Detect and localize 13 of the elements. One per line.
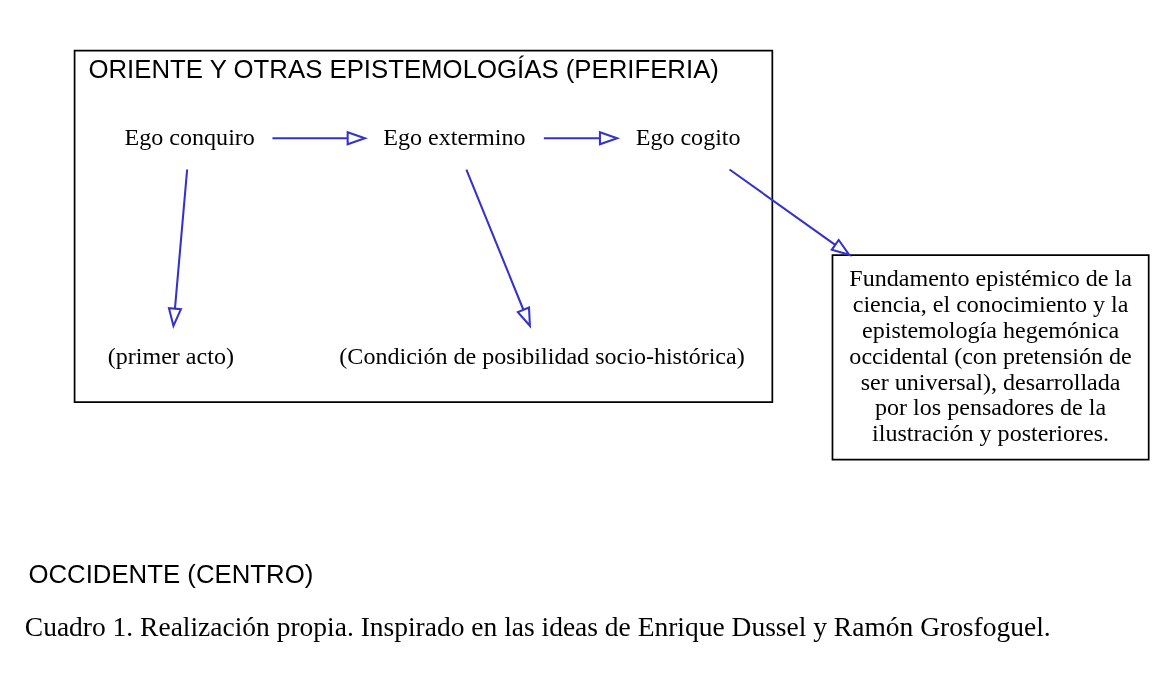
arrow xyxy=(465,168,532,329)
caption: Cuadro 1. Realización propia. Inspirado en las ideas de Enrique Dussel y Ramón Grosfoguel. xyxy=(24,611,1051,642)
node-text: Ego conquiro xyxy=(124,123,255,150)
arrow xyxy=(167,168,189,329)
node-text: (Condición de posibilidad socio-histórica) xyxy=(339,342,745,369)
arrow xyxy=(543,130,621,146)
label: OCCIDENTE (CENTRO) xyxy=(28,559,314,588)
arrow xyxy=(728,168,852,257)
node-text: Ego cogito xyxy=(635,123,741,150)
node-box: Fundamento epistémico de la ciencia, el conocimiento y la epistemología hegemónica occidental (con pretensión de ser universal), desarrollada por los pensadores de la ilustración y posteriores. xyxy=(831,253,1150,460)
node-text: (primer acto) xyxy=(107,342,234,369)
arrow xyxy=(272,130,368,146)
node-text: Ego extermino xyxy=(383,123,526,150)
